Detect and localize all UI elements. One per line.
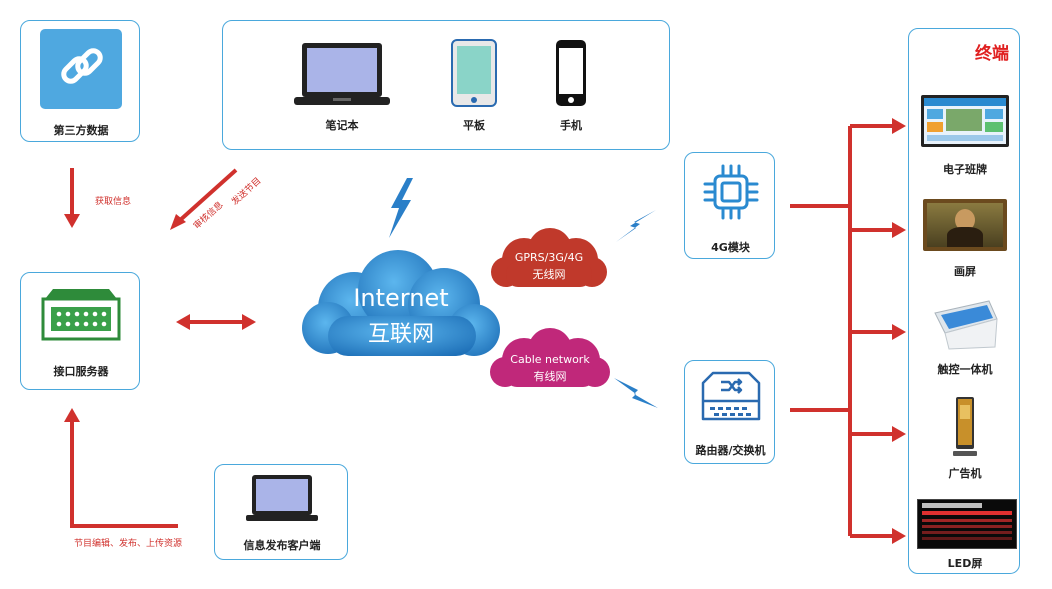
cable-sublabel: 有线网 — [533, 370, 567, 383]
server-icon — [39, 287, 123, 343]
class-board-image — [921, 95, 1009, 147]
router-label: 路由器/交换机 — [695, 444, 766, 457]
link-icon — [40, 29, 122, 109]
laptop-icon — [245, 473, 319, 525]
terminal-item-label: 电子班牌 — [943, 163, 987, 176]
interface-server-box: 接口服务器 — [20, 272, 140, 390]
terminal-item-label: 画屏 — [954, 265, 976, 278]
painting-screen-image — [923, 199, 1007, 251]
cable-cloud — [490, 328, 610, 387]
ad-machine-image — [953, 397, 977, 457]
wireless-label: GPRS/3G/4G — [514, 251, 584, 264]
terminal-item-label: LED屏 — [947, 557, 983, 570]
publish-client-label: 信息发布客户端 — [243, 539, 321, 552]
fetch-info-label: 获取信息 — [95, 197, 132, 207]
cable-label: Cable network — [510, 353, 590, 366]
publish-client-box: 信息发布客户端 — [214, 464, 348, 560]
lightning-icon — [389, 178, 413, 238]
wireless-cloud — [491, 228, 607, 287]
terminal-item-label: 广告机 — [948, 467, 982, 480]
laptop-icon — [293, 41, 391, 109]
tablet-icon — [451, 39, 497, 107]
internet-cloud — [302, 250, 500, 356]
terminal-panel: 终端 电子班牌 画屏 触控一体机 — [908, 28, 1020, 574]
module-4g-label: 4G模块 — [711, 241, 750, 254]
terminal-item-label: 触控一体机 — [937, 363, 993, 376]
third-party-box: 第三方数据 — [20, 20, 140, 142]
terminal-title: 终端 — [975, 44, 1009, 64]
laptop-label: 笔记本 — [325, 119, 359, 132]
internet-sublabel: 互联网 — [367, 322, 434, 347]
led-screen-image — [917, 499, 1017, 549]
router-icon — [701, 371, 761, 421]
phone-icon — [555, 39, 587, 107]
third-party-label: 第三方数据 — [53, 124, 109, 137]
phone-label: 手机 — [560, 119, 582, 132]
lightning-icon — [614, 378, 658, 408]
edit-publish-label: 节目编辑、发布、上传资源 — [74, 539, 183, 549]
router-box: 路由器/交换机 — [684, 360, 775, 464]
module-4g-box: 4G模块 — [684, 152, 775, 259]
tablet-label: 平板 — [463, 119, 485, 132]
wireless-sublabel: 无线网 — [532, 268, 566, 281]
devices-box: 笔记本 平板 手机 — [222, 20, 670, 150]
lightning-icon — [616, 210, 656, 242]
interface-server-label: 接口服务器 — [53, 365, 109, 378]
touch-kiosk-image — [931, 299, 1001, 351]
internet-label: Internet — [353, 284, 449, 312]
chip-icon — [702, 163, 760, 221]
